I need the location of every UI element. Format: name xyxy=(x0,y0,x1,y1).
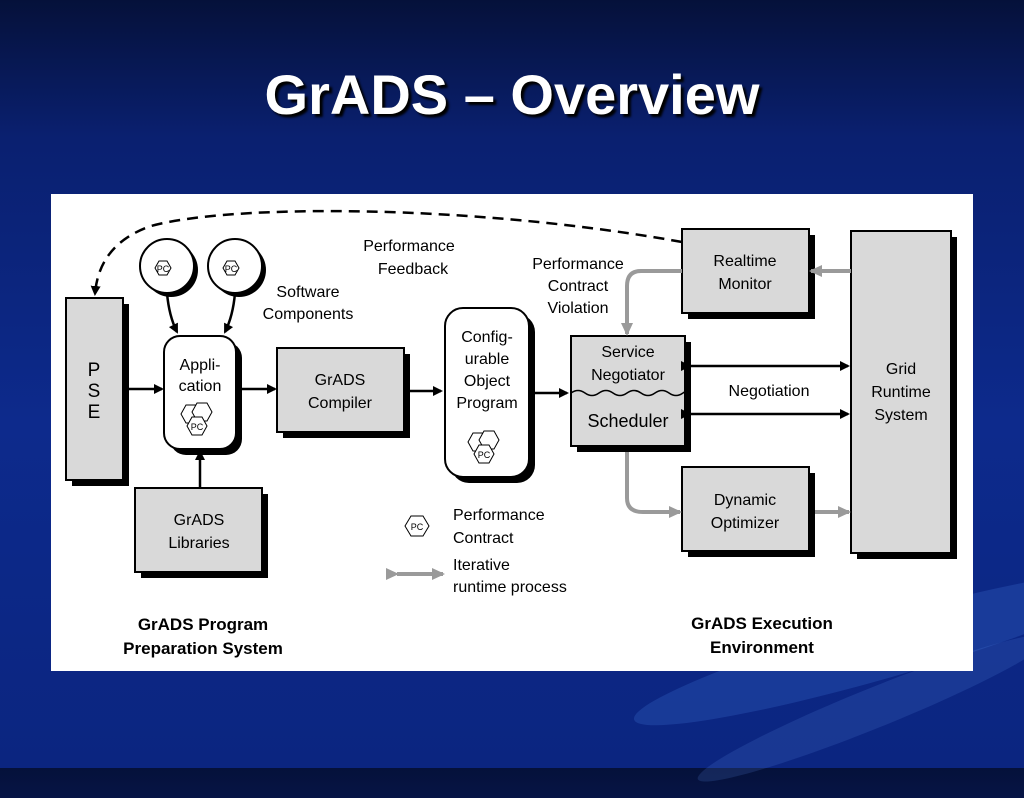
legend-iterative-2: runtime process xyxy=(453,579,567,596)
cop-label-3: Object xyxy=(464,373,511,390)
component-arrow-2 xyxy=(223,292,237,334)
grid-runtime-system-box: Grid Runtime System xyxy=(850,230,957,559)
application-label-1: Appli- xyxy=(180,357,221,374)
service-negotiator-label-2: Negotiator xyxy=(591,367,665,384)
pc-hexagon xyxy=(473,444,495,464)
scheduler-label: Scheduler xyxy=(587,411,668,431)
grads-compiler-label-2: Compiler xyxy=(308,395,373,412)
grads-libraries-label-2: Libraries xyxy=(168,535,229,552)
software-components-label-2: Components xyxy=(263,306,354,323)
software-component-2: PC xyxy=(207,238,266,297)
software-component-1: PC xyxy=(139,238,198,297)
pc-icon-label: PC xyxy=(225,264,238,274)
pcv-label-1: Performance xyxy=(532,256,624,273)
grads-compiler-box: GrADS Compiler xyxy=(276,347,410,438)
service-negotiator-label-1: Service xyxy=(601,344,654,361)
pc-icon-label: PC xyxy=(478,450,491,460)
pse-label-s: S xyxy=(88,381,101,402)
diagram-panel: P S E PC PC Software Components Appli- c… xyxy=(51,194,973,671)
performance-feedback-label-1: Performance xyxy=(363,238,455,255)
pc-icon-label: PC xyxy=(157,264,170,274)
application-box: Appli- cation PC xyxy=(163,335,242,455)
configurable-object-program-box: Config- urable Object Program PC xyxy=(444,307,535,483)
realtime-monitor-label-2: Monitor xyxy=(718,276,772,293)
execution-environment-label-2: Environment xyxy=(710,638,814,657)
slide-title: GrADS – Overview xyxy=(264,63,760,126)
software-components-label-1: Software xyxy=(276,284,339,301)
component-arrow-1 xyxy=(165,292,179,334)
application-label-2: cation xyxy=(179,378,222,395)
program-preparation-label-2: Preparation System xyxy=(123,639,283,658)
realtime-monitor-label-1: Realtime xyxy=(713,253,776,270)
performance-feedback-label-2: Feedback xyxy=(378,261,449,278)
grads-compiler-label-1: GrADS xyxy=(315,372,366,389)
pcv-label-2: Contract xyxy=(548,278,609,295)
legend-performance-contract-2: Contract xyxy=(453,530,514,547)
pc-icon-label: PC xyxy=(411,522,424,532)
pcv-label-3: Violation xyxy=(547,300,608,317)
grid-runtime-label-3: System xyxy=(874,407,927,424)
monitor-to-negotiator-arrow xyxy=(621,269,682,336)
pse-label-p: P xyxy=(88,360,101,381)
legend-iterative-1: Iterative xyxy=(453,557,510,574)
grads-diagram: P S E PC PC Software Components Appli- c… xyxy=(65,209,957,658)
legend-pc-hexagon xyxy=(404,515,430,537)
pse-box: P S E xyxy=(65,297,129,486)
cop-label-4: Program xyxy=(456,395,517,412)
legend: PC Performance Contract Iterative runtim… xyxy=(386,507,567,596)
grads-libraries-label-1: GrADS xyxy=(174,512,225,529)
grid-runtime-label-1: Grid xyxy=(886,361,916,378)
legend-performance-contract-1: Performance xyxy=(453,507,545,524)
cop-label-2: urable xyxy=(465,351,510,368)
performance-feedback-dashed-arrow xyxy=(90,209,683,296)
dynamic-optimizer-label-1: Dynamic xyxy=(714,492,776,509)
execution-environment-label-1: GrADS Execution xyxy=(691,614,833,633)
dynamic-optimizer-box: Dynamic Optimizer xyxy=(681,466,815,557)
pc-hexagon xyxy=(186,416,208,436)
pc-icon-label: PC xyxy=(191,422,204,432)
dynamic-optimizer-label-2: Optimizer xyxy=(711,515,780,532)
pse-label-e: E xyxy=(88,402,101,423)
grid-runtime-label-2: Runtime xyxy=(871,384,931,401)
negotiator-scheduler-divider xyxy=(570,389,688,397)
program-preparation-label-1: GrADS Program xyxy=(138,615,268,634)
cop-label-1: Config- xyxy=(461,329,513,346)
grads-libraries-box: GrADS Libraries xyxy=(134,487,268,578)
realtime-monitor-box: Realtime Monitor xyxy=(681,228,815,319)
negotiation-label: Negotiation xyxy=(729,383,810,400)
service-negotiator-scheduler-box: Service Negotiator Scheduler xyxy=(570,335,691,452)
scheduler-to-optimizer-arrow xyxy=(625,452,682,518)
